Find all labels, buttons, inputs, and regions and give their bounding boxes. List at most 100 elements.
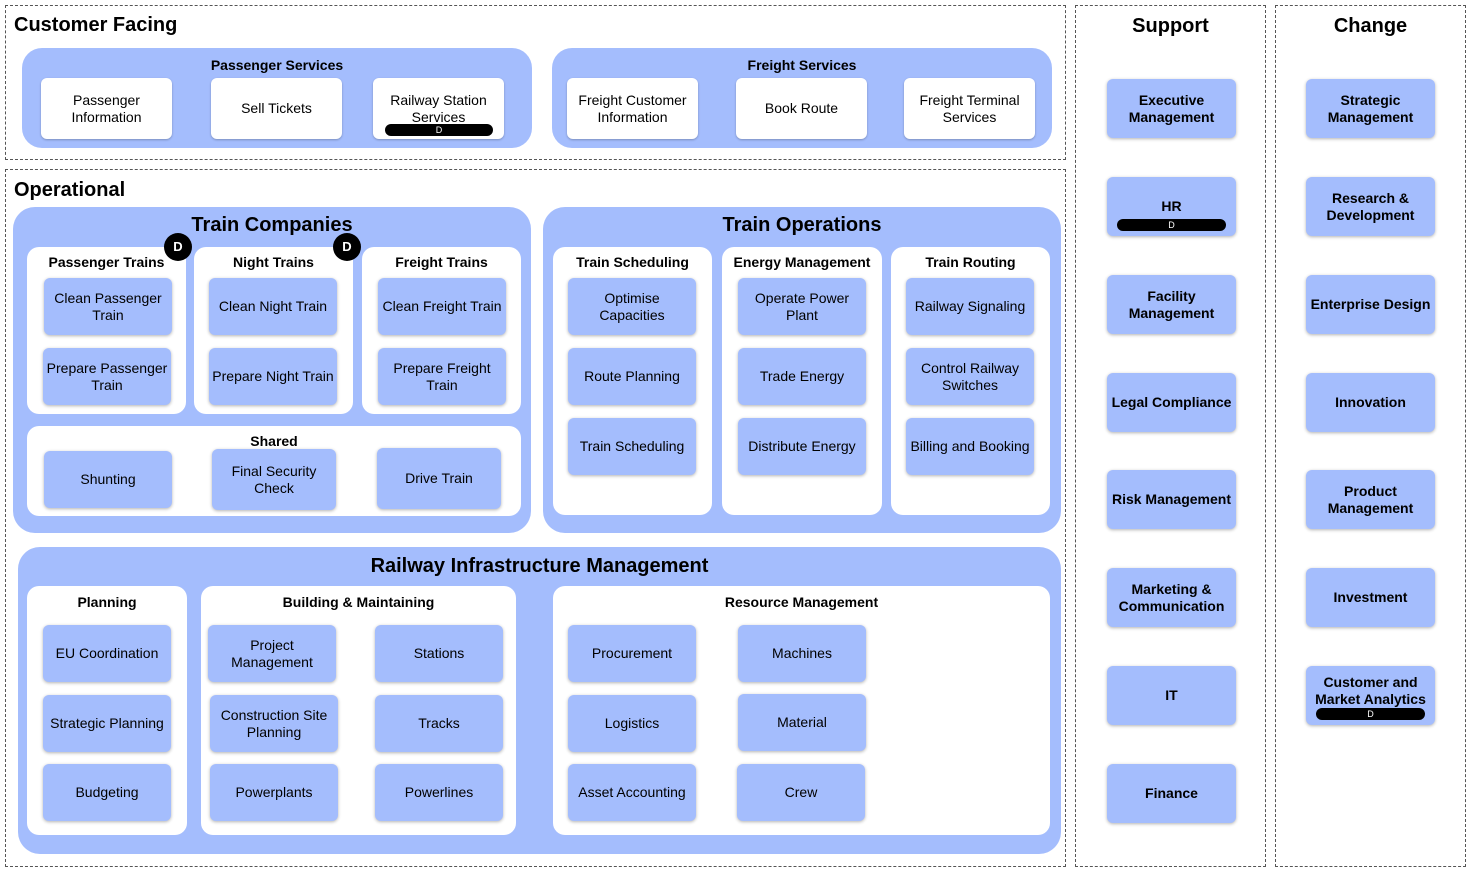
operational-section: Operational Train Companies Passenger Tr… <box>5 169 1066 867</box>
passenger-trains-panel: Passenger Trains Clean Passenger Train P… <box>27 247 186 414</box>
building-maintaining-title: Building & Maintaining <box>282 594 435 610</box>
capability-strategic-management[interactable]: Strategic Management <box>1306 79 1435 138</box>
capability-label: Railway Station Services <box>390 91 487 125</box>
capability-construction-site-planning[interactable]: Construction Site Planning <box>210 695 338 752</box>
freight-trains-panel: Freight Trains Clean Freight Train Prepa… <box>362 247 521 414</box>
capability-enterprise-design[interactable]: Enterprise Design <box>1306 275 1435 334</box>
d-marker-badge: D <box>385 124 493 136</box>
infrastructure-group: Railway Infrastructure Management Planni… <box>18 547 1061 854</box>
capability-control-railway-switches[interactable]: Control Railway Switches <box>906 348 1034 405</box>
capability-powerlines[interactable]: Powerlines <box>375 764 503 821</box>
train-companies-group: Train Companies Passenger Trains Clean P… <box>13 207 531 533</box>
capability-product-management[interactable]: Product Management <box>1306 470 1435 529</box>
support-section: Support Executive Management HR D Facili… <box>1075 5 1266 867</box>
capability-shunting[interactable]: Shunting <box>44 451 172 508</box>
capability-customer-market-analytics[interactable]: Customer and Market Analytics D <box>1306 666 1435 725</box>
capability-label: HR <box>1161 198 1182 214</box>
capability-billing-and-booking[interactable]: Billing and Booking <box>906 418 1034 475</box>
passenger-services-group: Passenger Services Passenger Information… <box>22 48 532 148</box>
infrastructure-title: Railway Infrastructure Management <box>370 555 709 577</box>
capability-legal-compliance[interactable]: Legal Compliance <box>1107 373 1236 432</box>
shared-panel: Shared Shunting Final Security Check Dri… <box>27 426 521 516</box>
building-maintaining-panel: Building & Maintaining Project Managemen… <box>201 586 516 835</box>
freight-services-title: Freight Services <box>747 57 857 73</box>
capability-operate-power-plant[interactable]: Operate Power Plant <box>738 278 866 335</box>
resource-management-panel: Resource Management Procurement Machines… <box>553 586 1050 835</box>
capability-finance[interactable]: Finance <box>1107 764 1236 823</box>
capability-railway-signaling[interactable]: Railway Signaling <box>906 278 1034 335</box>
capability-trade-energy[interactable]: Trade Energy <box>738 348 866 405</box>
capability-freight-customer-information[interactable]: Freight Customer Information <box>567 78 698 139</box>
capability-strategic-planning[interactable]: Strategic Planning <box>43 695 171 752</box>
shared-title: Shared <box>250 433 298 449</box>
d-marker-badge: D <box>1117 219 1226 231</box>
capability-clean-freight-train[interactable]: Clean Freight Train <box>378 278 506 335</box>
capability-risk-management[interactable]: Risk Management <box>1107 470 1236 529</box>
capability-eu-coordination[interactable]: EU Coordination <box>43 625 171 682</box>
night-trains-title: Night Trains <box>233 254 314 270</box>
capability-logistics[interactable]: Logistics <box>568 695 696 752</box>
capability-prepare-freight-train[interactable]: Prepare Freight Train <box>378 348 506 405</box>
customer-facing-title: Customer Facing <box>14 14 178 36</box>
capability-marketing-communication[interactable]: Marketing & Communication <box>1107 568 1236 627</box>
capability-railway-station-services[interactable]: Railway Station Services D <box>373 78 504 139</box>
capability-budgeting[interactable]: Budgeting <box>43 764 171 821</box>
capability-route-planning[interactable]: Route Planning <box>568 348 696 405</box>
capability-tracks[interactable]: Tracks <box>375 695 503 752</box>
capability-procurement[interactable]: Procurement <box>568 625 696 682</box>
customer-facing-section: Customer Facing Passenger Services Passe… <box>5 5 1066 160</box>
capability-book-route[interactable]: Book Route <box>736 78 867 139</box>
capability-prepare-passenger-train[interactable]: Prepare Passenger Train <box>43 348 171 405</box>
capability-clean-night-train[interactable]: Clean Night Train <box>209 278 337 335</box>
resource-management-title: Resource Management <box>724 594 879 610</box>
change-title: Change <box>1333 15 1408 37</box>
capability-stations[interactable]: Stations <box>375 625 503 682</box>
energy-management-title: Energy Management <box>733 254 871 270</box>
capability-innovation[interactable]: Innovation <box>1306 373 1435 432</box>
capability-passenger-information[interactable]: Passenger Information <box>41 78 172 139</box>
d-marker-badge: D <box>1316 708 1425 720</box>
capability-asset-accounting[interactable]: Asset Accounting <box>568 764 696 821</box>
capability-hr[interactable]: HR D <box>1107 177 1236 236</box>
night-trains-panel: Night Trains Clean Night Train Prepare N… <box>194 247 353 414</box>
capability-freight-terminal-services[interactable]: Freight Terminal Services <box>904 78 1035 139</box>
passenger-trains-title: Passenger Trains <box>48 254 165 270</box>
operational-title: Operational <box>14 179 126 201</box>
freight-trains-title: Freight Trains <box>395 254 488 270</box>
capability-executive-management[interactable]: Executive Management <box>1107 79 1236 138</box>
planning-title: Planning <box>77 594 137 610</box>
capability-material[interactable]: Material <box>738 694 866 751</box>
capability-project-management[interactable]: Project Management <box>208 625 336 682</box>
support-title: Support <box>1132 15 1209 37</box>
planning-panel: Planning EU Coordination Strategic Plann… <box>27 586 187 835</box>
capability-investment[interactable]: Investment <box>1306 568 1435 627</box>
capability-research-development[interactable]: Research & Development <box>1306 177 1435 236</box>
d-marker-passenger-trains: D <box>164 233 192 261</box>
train-operations-title: Train Operations <box>722 214 882 236</box>
capability-it[interactable]: IT <box>1107 666 1236 725</box>
capability-prepare-night-train[interactable]: Prepare Night Train <box>209 348 337 405</box>
d-marker-night-trains: D <box>333 233 361 261</box>
train-routing-panel: Train Routing Railway Signaling Control … <box>891 247 1050 515</box>
capability-machines[interactable]: Machines <box>738 625 866 682</box>
freight-services-group: Freight Services Freight Customer Inform… <box>552 48 1052 148</box>
train-scheduling-title: Train Scheduling <box>576 254 689 270</box>
capability-optimise-capacities[interactable]: Optimise Capacities <box>568 278 696 335</box>
train-scheduling-panel: Train Scheduling Optimise Capacities Rou… <box>553 247 712 515</box>
capability-crew[interactable]: Crew <box>737 764 865 821</box>
capability-clean-passenger-train[interactable]: Clean Passenger Train <box>44 278 172 335</box>
capability-label: Customer and Market Analytics <box>1315 674 1426 707</box>
capability-distribute-energy[interactable]: Distribute Energy <box>738 418 866 475</box>
train-operations-group: Train Operations Train Scheduling Optimi… <box>543 207 1061 533</box>
capability-final-security-check[interactable]: Final Security Check <box>212 449 336 510</box>
capability-train-scheduling[interactable]: Train Scheduling <box>568 418 696 475</box>
capability-powerplants[interactable]: Powerplants <box>210 764 338 821</box>
capability-facility-management[interactable]: Facility Management <box>1107 275 1236 334</box>
energy-management-panel: Energy Management Operate Power Plant Tr… <box>722 247 882 515</box>
train-companies-title: Train Companies <box>191 214 353 236</box>
capability-sell-tickets[interactable]: Sell Tickets <box>211 78 342 139</box>
passenger-services-title: Passenger Services <box>210 57 344 73</box>
change-section: Change Strategic Management Research & D… <box>1275 5 1466 867</box>
train-routing-title: Train Routing <box>925 254 1016 270</box>
capability-drive-train[interactable]: Drive Train <box>377 448 501 509</box>
